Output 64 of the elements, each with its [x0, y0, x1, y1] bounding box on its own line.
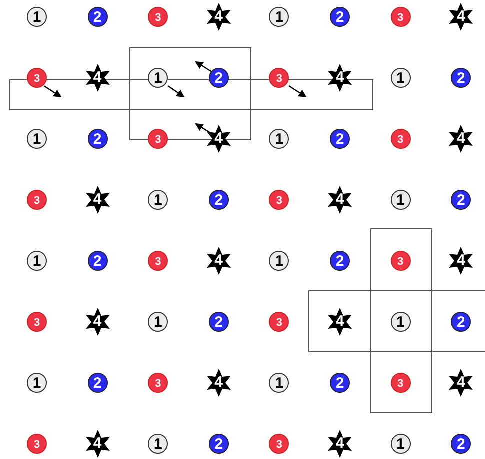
- numbered-star: 4: [84, 186, 111, 214]
- numbered-star: 4: [327, 430, 353, 458]
- numbered-circle: 1: [148, 68, 168, 88]
- numbered-circle: 2: [451, 190, 472, 210]
- numbered-circle: 2: [88, 129, 108, 149]
- numbered-circle: 3: [27, 68, 47, 88]
- numbered-circle: 2: [208, 312, 229, 332]
- numbered-circle: 2: [88, 251, 108, 271]
- numbered-circle: 1: [27, 7, 47, 27]
- numbered-circle: 1: [390, 312, 411, 332]
- numbered-star: 4: [206, 3, 232, 31]
- numbered-circle: 1: [27, 129, 47, 149]
- numbered-star: 4: [84, 430, 111, 458]
- numbered-circle: 1: [269, 7, 290, 27]
- numbered-star: 4: [448, 3, 474, 31]
- numbered-circle: 1: [390, 68, 411, 88]
- numbered-star: 4: [327, 64, 353, 92]
- numbered-circle: 2: [451, 68, 472, 88]
- numbered-circle: 1: [148, 434, 168, 454]
- numbered-circle: 2: [208, 68, 229, 88]
- numbered-circle: 3: [148, 7, 168, 27]
- numbered-circle: 3: [390, 373, 411, 393]
- numbered-circle: 3: [148, 373, 168, 393]
- numbered-circle: 3: [390, 7, 411, 27]
- numbered-circle: 2: [330, 251, 350, 271]
- numbered-circle: 3: [148, 251, 168, 271]
- numbered-circle: 2: [330, 373, 350, 393]
- numbered-circle: 1: [148, 190, 168, 210]
- numbered-circle: 3: [269, 434, 290, 454]
- numbered-circle: 3: [390, 129, 411, 149]
- numbered-star: 4: [448, 247, 474, 275]
- numbered-circle: 1: [148, 312, 168, 332]
- numbered-circle: 3: [27, 312, 47, 332]
- numbered-star: 4: [84, 64, 111, 92]
- numbered-circle: 2: [451, 312, 472, 332]
- numbered-circle: 3: [27, 190, 47, 210]
- numbered-circle: 3: [27, 434, 47, 454]
- numbered-circle: 3: [269, 190, 290, 210]
- numbered-circle: 2: [88, 7, 108, 27]
- numbered-circle: 3: [148, 129, 168, 149]
- numbered-circle: 2: [208, 190, 229, 210]
- numbered-circle: 1: [390, 434, 411, 454]
- numbered-star: 4: [448, 125, 474, 153]
- numbered-circle: 2: [208, 434, 229, 454]
- numbered-star: 4: [84, 308, 111, 336]
- numbered-circle: 1: [269, 373, 290, 393]
- numbered-circle: 1: [269, 251, 290, 271]
- numbered-circle: 2: [330, 129, 350, 149]
- numbered-circle: 2: [88, 373, 108, 393]
- numbered-star: 4: [327, 186, 353, 214]
- numbered-circle: 2: [451, 434, 472, 454]
- numbered-circle: 1: [390, 190, 411, 210]
- numbered-circle: 1: [27, 373, 47, 393]
- numbered-star: 4: [206, 125, 232, 153]
- numbered-star: 4: [206, 247, 232, 275]
- numbered-circle: 3: [269, 68, 290, 88]
- numbered-circle: 3: [390, 251, 411, 271]
- numbered-star: 4: [448, 369, 474, 397]
- numbered-circle: 3: [269, 312, 290, 332]
- numbered-circle: 1: [269, 129, 290, 149]
- numbered-circle: 1: [27, 251, 47, 271]
- numbered-star: 4: [206, 369, 232, 397]
- numbered-star: 4: [327, 308, 353, 336]
- numbered-circle: 2: [330, 7, 350, 27]
